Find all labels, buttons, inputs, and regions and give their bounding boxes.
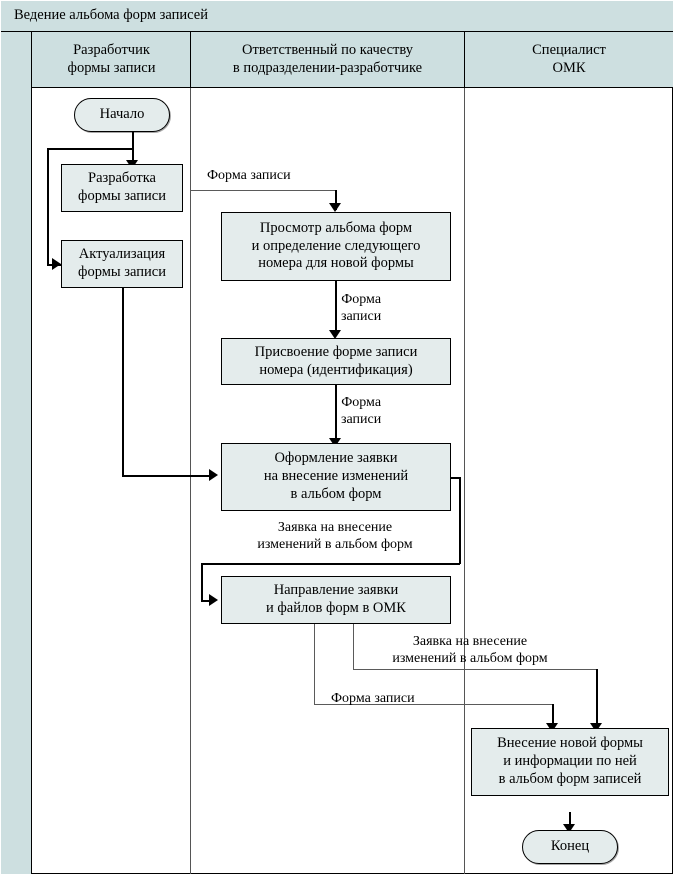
edge-send-to-record-h bbox=[314, 704, 553, 705]
edge-send-to-record-v4 bbox=[596, 669, 598, 728]
lane-divider-1-header bbox=[190, 32, 191, 88]
edge-label-form-record-2: Форма записи bbox=[341, 292, 382, 325]
node-start[interactable]: Начало bbox=[74, 98, 170, 132]
edge-record-end bbox=[569, 812, 571, 830]
edge-request-loop-v2 bbox=[201, 563, 203, 601]
edge-update-to-request bbox=[122, 475, 214, 477]
edge-send-to-record-v3 bbox=[353, 624, 354, 670]
edge-start-loop-h bbox=[47, 148, 133, 150]
lane-header-developer: Разработчик формы записи bbox=[67, 41, 156, 76]
lane-divider-2 bbox=[464, 32, 465, 874]
edge-develop-to-review-v bbox=[335, 190, 337, 210]
edge-label-change-request-2: Заявка на внесение изменений в альбом фо… bbox=[392, 634, 548, 667]
edge-loop-to-send bbox=[201, 600, 214, 602]
edge-send-to-record-v2 bbox=[552, 704, 554, 728]
node-assign-number[interactable]: Присвоение форме записи номера (идентифи… bbox=[221, 338, 451, 385]
lane-header-quality-officer: Ответственный по качеству в подразделени… bbox=[232, 41, 423, 76]
node-review-album[interactable]: Просмотр альбома форм и определение след… bbox=[221, 212, 451, 281]
arrow-update-request bbox=[209, 469, 218, 481]
edge-send-to-record-v1 bbox=[314, 624, 315, 705]
node-create-request[interactable]: Оформление заявки на внесение изменений … bbox=[221, 443, 451, 511]
lane-gutter bbox=[1, 32, 32, 874]
edge-review-assign bbox=[335, 281, 337, 335]
edge-label-form-record-1: Форма записи bbox=[207, 168, 291, 183]
lane-header-omk-specialist: Специалист ОМК bbox=[532, 41, 606, 76]
arrow-assign-request bbox=[329, 438, 341, 447]
edge-update-down bbox=[122, 288, 124, 476]
lane-divider-2-header bbox=[464, 32, 465, 88]
arrow-review-assign bbox=[329, 330, 341, 339]
arrow-loop-update bbox=[52, 258, 61, 270]
arrow-send-record-a bbox=[546, 723, 558, 732]
edge-request-loop-h1 bbox=[451, 477, 461, 479]
arrow-develop-review bbox=[329, 203, 341, 212]
edge-start-loop-v bbox=[47, 148, 49, 265]
edge-label-change-request-1: Заявка на внесение изменений в альбом фо… bbox=[257, 520, 413, 553]
lane-divider-1 bbox=[190, 32, 191, 874]
edge-request-loop-h2 bbox=[201, 563, 460, 565]
edge-assign-request bbox=[335, 385, 337, 443]
edge-send-to-record-h2 bbox=[353, 669, 597, 670]
arrow-loop-send bbox=[209, 594, 218, 606]
page-title: Ведение альбома форм записей bbox=[14, 7, 208, 23]
diagram-title-bar bbox=[1, 1, 673, 32]
lane-header-row bbox=[1, 32, 673, 88]
arrow-record-end bbox=[563, 824, 575, 833]
node-send-request[interactable]: Направление заявки и файлов форм в ОМК bbox=[221, 576, 451, 624]
arrow-send-record-b bbox=[590, 723, 602, 732]
edge-request-loop-v bbox=[459, 477, 461, 564]
node-develop-form[interactable]: Разработка формы записи bbox=[61, 164, 183, 212]
edge-develop-to-review-h bbox=[190, 190, 336, 191]
node-update-form[interactable]: Актуализация формы записи bbox=[61, 240, 183, 288]
edge-label-form-record-4: Форма записи bbox=[331, 691, 415, 706]
edge-label-form-record-3: Форма записи bbox=[341, 395, 382, 428]
node-record-in-album[interactable]: Внесение новой формы и информации по ней… bbox=[471, 728, 669, 796]
node-end[interactable]: Конец bbox=[522, 830, 618, 864]
